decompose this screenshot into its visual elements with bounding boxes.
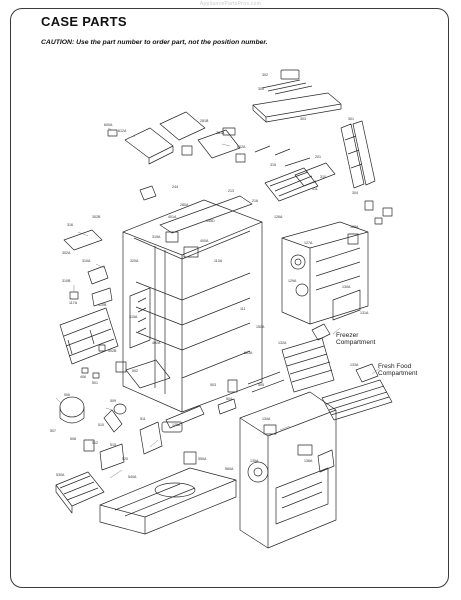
position-label: 150A	[256, 325, 265, 329]
position-label: 216	[252, 199, 258, 203]
leader-lines	[55, 127, 381, 479]
position-label: 320A	[130, 259, 139, 263]
freezer-annotation-line1: Freezer	[336, 332, 359, 339]
position-label: 128A	[350, 225, 359, 229]
position-label: 302A	[62, 251, 71, 255]
position-label: 506	[64, 393, 70, 397]
position-label: 540A	[128, 475, 137, 479]
position-label: 130A	[342, 285, 351, 289]
compressor-group	[59, 396, 183, 471]
position-label: 512	[92, 441, 98, 445]
position-label: 125A	[172, 423, 181, 427]
position-label: 550A	[198, 457, 207, 461]
position-label: 400A	[200, 239, 209, 243]
position-label: 132A	[278, 341, 287, 345]
position-label: 560A	[225, 467, 234, 471]
position-label: 530A	[56, 473, 65, 477]
position-label: 145D	[206, 219, 215, 223]
position-label: 310	[320, 175, 326, 179]
position-label: 319A	[152, 235, 161, 239]
position-label: 406	[80, 375, 86, 379]
ladder-shelf-parts	[264, 162, 393, 225]
page-title: CASE PARTS	[41, 14, 127, 29]
gasket-strips	[340, 120, 376, 189]
position-label: 511	[140, 417, 146, 421]
position-label: 310A	[82, 259, 91, 263]
position-label: 503	[210, 383, 216, 387]
position-label: 410B	[98, 303, 107, 307]
position-label: 515	[110, 443, 116, 447]
position-label: 315	[270, 163, 276, 167]
position-label: 612A	[118, 129, 127, 133]
position-label: 509	[110, 399, 116, 403]
position-label: 126A	[274, 215, 283, 219]
fresh-food-annotation-line2: Compartment	[378, 370, 418, 377]
watermark-text: AppliancePartsPros.com	[199, 1, 262, 7]
position-label: 505	[258, 383, 264, 387]
page-border-frame	[10, 8, 449, 588]
position-label: 310B	[62, 279, 71, 283]
position-label: 520	[122, 457, 128, 461]
position-label: 504	[226, 397, 232, 401]
position-label: 315A	[129, 315, 138, 319]
position-label: 133A	[350, 363, 359, 367]
small-parts-left	[63, 229, 171, 389]
position-labels: 302 305 303 301 304 600A 612A 602A 281B …	[50, 73, 369, 479]
position-label: 600A	[104, 123, 113, 127]
position-label: 501	[92, 381, 98, 385]
position-label: 302B	[92, 215, 101, 219]
base-plate	[99, 451, 237, 535]
position-label: 507	[50, 429, 56, 433]
position-label: 508	[70, 437, 76, 441]
position-label: 603A	[244, 351, 253, 355]
position-label: 316	[67, 223, 73, 227]
position-label: 129A	[288, 279, 297, 283]
position-label: 311	[312, 187, 318, 191]
position-label: 402B	[108, 349, 117, 353]
position-label: 510	[98, 423, 104, 427]
compartment-annotations: Freezer Compartment Fresh Food Compartme…	[336, 332, 418, 377]
position-label: 201	[315, 155, 321, 159]
position-label: 117A	[69, 301, 78, 305]
fan-door-assembly	[239, 391, 337, 549]
position-label: 402A	[152, 341, 161, 345]
position-label: 281B	[200, 119, 209, 123]
position-label: 502	[132, 369, 138, 373]
side-wall-panel	[59, 307, 119, 379]
position-label: 401A	[168, 215, 177, 219]
position-label: 213	[228, 189, 234, 193]
caution-note: CAUTION: Use the part number to order pa…	[41, 39, 268, 46]
drain-tray	[55, 471, 105, 514]
position-label: 131A	[360, 311, 369, 315]
position-label: 244	[172, 185, 178, 189]
position-label: 281A	[216, 131, 225, 135]
position-label: 135A	[250, 459, 259, 463]
fresh-food-annotation-line1: Fresh Food	[378, 363, 412, 370]
lower-brackets	[165, 371, 285, 429]
position-label: 134A	[262, 417, 271, 421]
evaporator-cover	[281, 221, 369, 325]
position-label: 280A	[180, 203, 189, 207]
position-label: 111	[240, 307, 245, 311]
position-label: 127A	[304, 241, 313, 245]
position-label: 304	[352, 191, 358, 195]
freezer-duct-assembly	[281, 323, 335, 393]
cabinet-body	[122, 195, 263, 413]
position-label: 303	[300, 117, 306, 121]
position-label: 302	[262, 73, 268, 77]
position-label: 305	[258, 87, 264, 91]
position-label: 301	[348, 117, 354, 121]
rail-assembly-top	[252, 69, 342, 123]
position-label: 110A	[214, 259, 223, 263]
hinge-parts-upper	[107, 111, 311, 201]
position-label: 602A	[237, 145, 246, 149]
freezer-annotation-line2: Compartment	[336, 339, 376, 346]
position-label: 136A	[304, 459, 313, 463]
